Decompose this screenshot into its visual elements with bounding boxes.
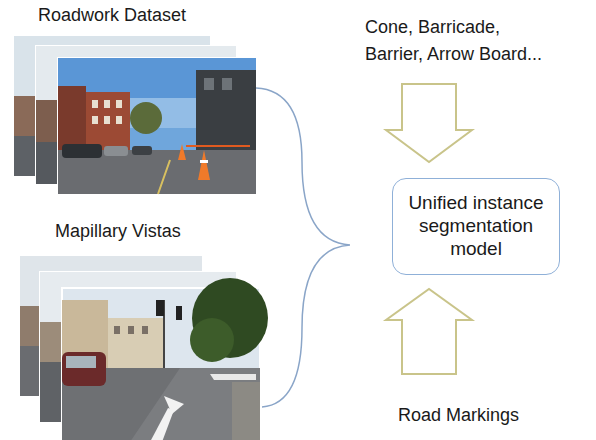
photo-front	[58, 58, 256, 194]
class-list-label: Cone, Barricade, Barrier, Arrow Board...	[365, 14, 560, 68]
model-box: Unified instance segmentation model	[392, 178, 560, 275]
dataset-label: Roadwork Dataset	[38, 2, 186, 29]
class-list-label: Road Markings	[398, 402, 519, 429]
roadwork-photo-stack	[14, 36, 256, 194]
dataset-label: Mapillary Vistas	[55, 218, 181, 245]
curly-bracket	[256, 88, 350, 407]
mapillary-photo-stack	[20, 256, 268, 440]
hollow-arrow-down	[386, 84, 472, 162]
node-label: Unified instance segmentation model	[403, 192, 549, 260]
photo-front	[62, 278, 268, 440]
hollow-arrow-up	[386, 289, 472, 374]
